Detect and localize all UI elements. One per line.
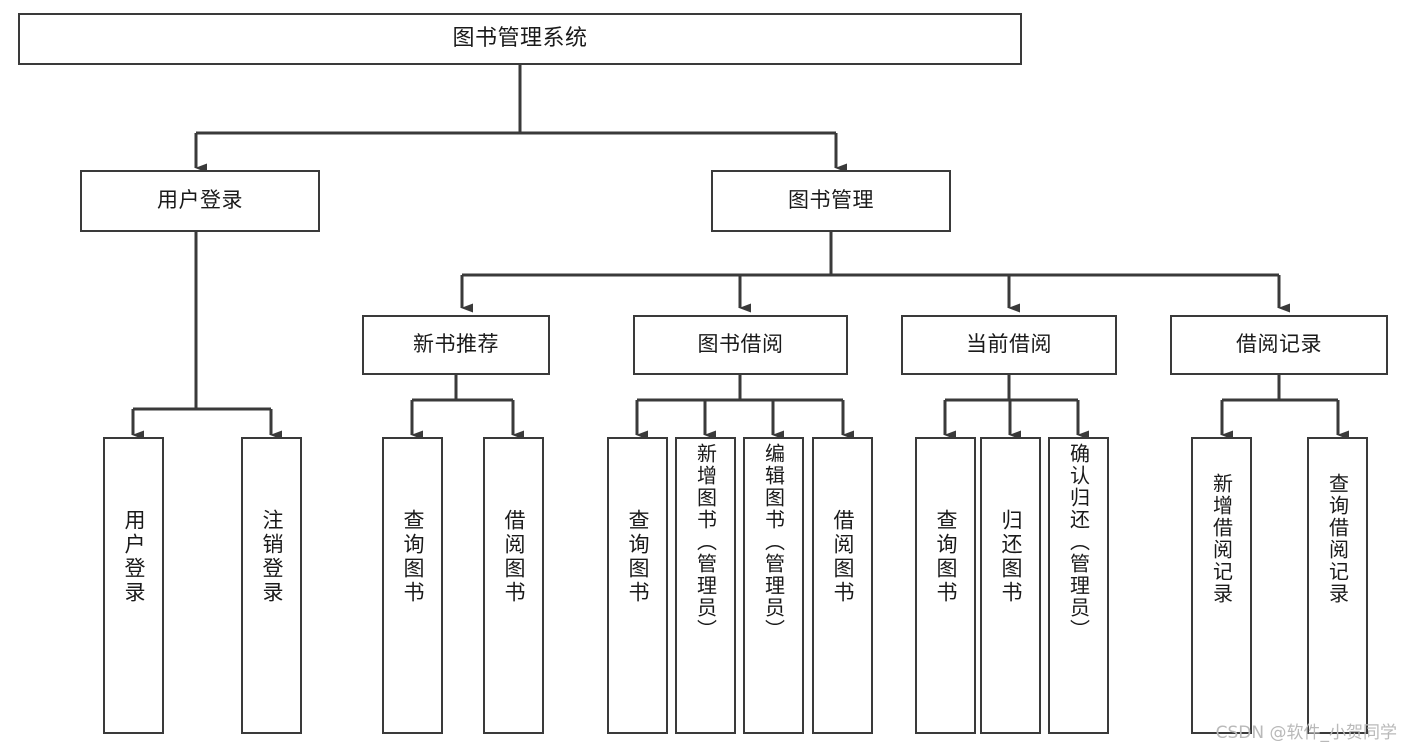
- leaf-query-book-new[interactable]: 查询图书: [382, 437, 443, 734]
- node-label: 归还图书: [999, 509, 1023, 605]
- node-book-borrow[interactable]: 图书借阅: [633, 315, 848, 375]
- node-root-system[interactable]: 图书管理系统: [18, 13, 1022, 65]
- leaf-query-borrow-record[interactable]: 查询借阅记录: [1307, 437, 1368, 734]
- leaf-confirm-return-admin[interactable]: 确认归还（管理员）: [1048, 437, 1109, 734]
- node-label: 查询借阅记录: [1325, 473, 1350, 605]
- node-label: 图书借阅: [697, 332, 784, 357]
- node-label: 查询图书: [401, 509, 425, 605]
- node-label: 新增图书（管理员）: [693, 443, 718, 641]
- node-label: 图书管理: [788, 188, 874, 213]
- node-label: 用户登录: [122, 509, 146, 605]
- leaf-user-login[interactable]: 用户登录: [103, 437, 164, 734]
- node-label: 查询图书: [626, 509, 650, 605]
- leaf-edit-book-admin[interactable]: 编辑图书（管理员）: [743, 437, 804, 734]
- csdn-watermark: CSDN @软件_小贺同学: [1215, 723, 1397, 743]
- node-label: 确认归还（管理员）: [1066, 443, 1091, 641]
- node-label: 用户登录: [157, 188, 243, 213]
- node-label: 借阅记录: [1236, 332, 1322, 357]
- leaf-query-book-current[interactable]: 查询图书: [915, 437, 976, 734]
- leaf-user-logout[interactable]: 注销登录: [241, 437, 302, 734]
- leaf-borrow-book[interactable]: 借阅图书: [812, 437, 873, 734]
- node-label: 当前借阅: [966, 332, 1052, 357]
- node-label: 注销登录: [260, 509, 284, 605]
- node-label: 编辑图书（管理员）: [761, 443, 786, 641]
- leaf-return-book[interactable]: 归还图书: [980, 437, 1041, 734]
- node-new-book-recommend[interactable]: 新书推荐: [362, 315, 550, 375]
- node-label: 借阅图书: [502, 509, 526, 605]
- node-label: 借阅图书: [831, 509, 855, 605]
- node-user-login[interactable]: 用户登录: [80, 170, 320, 232]
- node-book-manage[interactable]: 图书管理: [711, 170, 951, 232]
- node-label: 查询图书: [934, 509, 958, 605]
- node-borrow-record[interactable]: 借阅记录: [1170, 315, 1388, 375]
- leaf-add-book-admin[interactable]: 新增图书（管理员）: [675, 437, 736, 734]
- node-label: 新增借阅记录: [1209, 473, 1234, 605]
- node-label: 新书推荐: [413, 332, 499, 357]
- leaf-borrow-book-new[interactable]: 借阅图书: [483, 437, 544, 734]
- node-current-borrow[interactable]: 当前借阅: [901, 315, 1117, 375]
- leaf-add-borrow-record[interactable]: 新增借阅记录: [1191, 437, 1252, 734]
- node-label: 图书管理系统: [452, 25, 588, 51]
- leaf-query-book-borrow[interactable]: 查询图书: [607, 437, 668, 734]
